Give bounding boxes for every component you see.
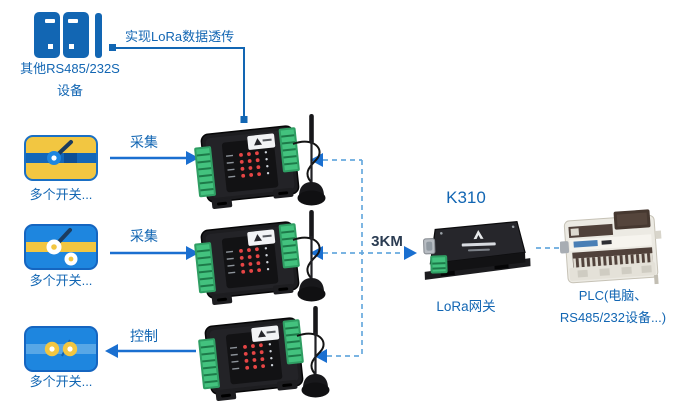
serial-devices-label-line2: 设备 [56,83,83,98]
plc-label-line2: RS485/232设备...) [559,310,667,325]
arrow-left-icon [105,344,118,358]
gateway-model-label: K310 [446,188,486,207]
arrow-left-icon [314,349,327,363]
arrow-right-icon [186,151,199,165]
switch-glyph [26,228,96,266]
tower-slot [45,19,55,23]
switch-glyph [26,339,96,357]
wireless-dashed-links [323,159,564,357]
lora-module-device-3 [195,305,331,404]
arrow-right-icon [404,246,417,260]
gateway-name-label: LoRa网关 [436,299,496,314]
tower-led [48,44,53,49]
switch-icon-3 [24,326,98,372]
plc-label-line1: PLC(电脑、 [578,288,648,303]
serial-devices-icon [34,12,104,60]
control-label: 控制 [130,328,158,344]
arrow-right-icon [186,246,199,260]
switch-icon-2 [24,224,98,270]
distance-label: 3KM [371,233,403,250]
transparent-transmission-label: 实现LoRa数据透传 [125,29,235,44]
switch-glyph [26,140,96,165]
tower-led [69,44,74,49]
switch-icon-1 [24,135,98,181]
line-endpoint-square [240,116,248,123]
serial-devices-label-line1: 其他RS485/232S [20,61,120,76]
transparent-transmission-line [116,47,245,118]
switch-label-2: 多个开关... [29,273,93,288]
server-side-bar [95,13,102,58]
tower-slot [68,19,78,23]
server-tower-icon [63,12,89,58]
plc-device [560,209,662,285]
line-endpoint-square [109,44,116,51]
server-tower-icon [34,12,60,58]
lora-gateway-device [423,220,531,280]
collect-label-1: 采集 [130,134,158,150]
switch-label-3: 多个开关... [29,374,93,389]
switch-label-1: 多个开关... [29,187,93,202]
collect-label-2: 采集 [130,228,158,244]
